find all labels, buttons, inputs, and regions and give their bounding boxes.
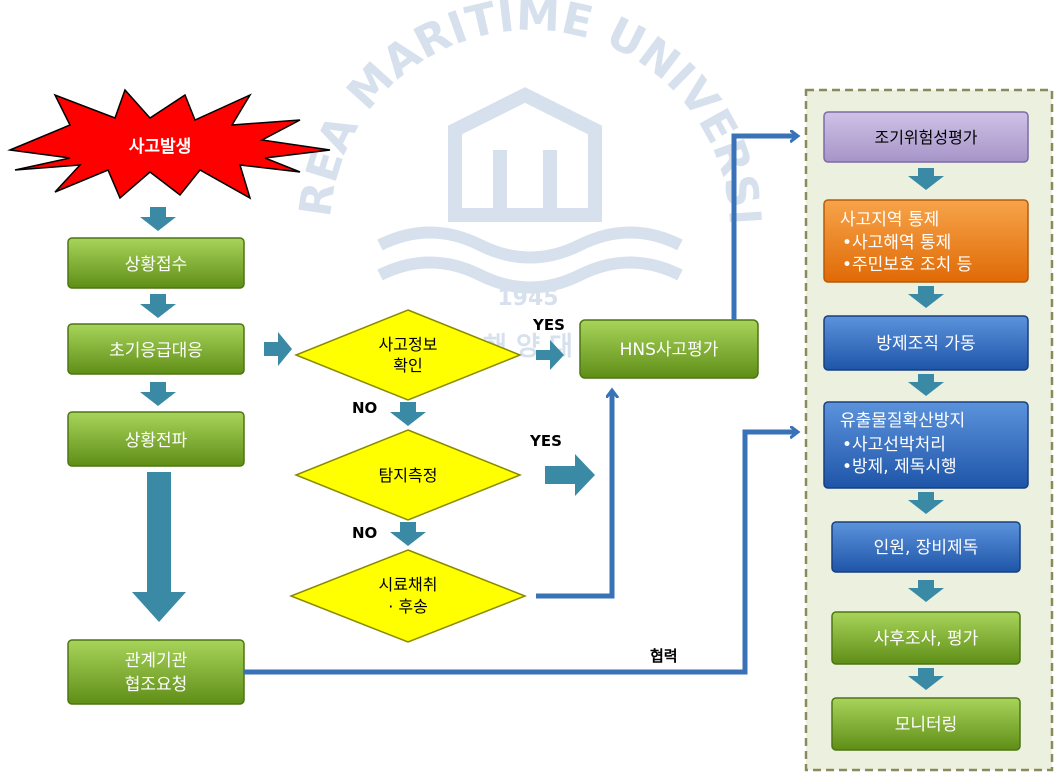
sampling-line2: · 후송 xyxy=(388,597,428,616)
connector-lines xyxy=(244,136,796,675)
info-check-diamond xyxy=(293,309,523,401)
arrow-right-to-decision xyxy=(264,332,292,366)
watermark-year: 1945 xyxy=(497,286,558,311)
detect-measure-diamond xyxy=(293,429,523,521)
arrow-r5 xyxy=(908,580,944,602)
risk-assessment-label: 조기위험성평가 xyxy=(874,128,977,147)
initial-response-label: 초기응급대응 xyxy=(109,341,203,361)
spread-prevention-title: 유출물질확산방지 xyxy=(840,411,965,431)
arrow-down-long xyxy=(132,472,186,622)
spread-prevention-bullet1: •사고선박처리 xyxy=(842,435,946,455)
hns-assessment-box xyxy=(579,319,759,379)
area-control-title: 사고지역 통제 xyxy=(840,210,939,230)
watermark-arc-text: KOREA MARITIME UNIVERSITY xyxy=(0,0,770,227)
sampling-diamond xyxy=(288,549,528,643)
detect-measure-label: 탐지측정 xyxy=(379,466,438,485)
arrow-down-2 xyxy=(140,294,176,318)
initial-response-box xyxy=(67,323,245,375)
post-survey-label: 사후조사, 평가 xyxy=(874,629,979,649)
right-panel-boxes: 조기위험성평가 사고지역 통제 •사고해역 통제 •주민보호 조치 등 방제조직… xyxy=(823,111,1029,751)
agency-request-line1: 관계기관 xyxy=(125,651,188,671)
right-flow-arrows xyxy=(908,168,944,690)
sampling-line1: 시료채취 xyxy=(379,575,438,594)
start-label: 사고발생 xyxy=(129,137,192,157)
area-control-bullet2: •주민보호 조치 등 xyxy=(842,255,972,275)
agency-request-line2: 협조요청 xyxy=(125,675,188,695)
arrow-down-3 xyxy=(140,382,176,406)
receipt-label: 상황접수 xyxy=(125,255,188,275)
left-process-boxes: 상황접수 초기응급대응 상황전파 관계기관 협조요청 xyxy=(67,237,245,705)
arrow-down-no1 xyxy=(390,402,426,426)
connector-cooperate xyxy=(244,432,796,675)
propagate-box xyxy=(67,411,245,467)
no-label-2: NO xyxy=(352,524,377,542)
post-survey-box xyxy=(831,611,1021,665)
arrow-down-1 xyxy=(140,207,176,231)
hns-assessment-label: HNS사고평가 xyxy=(620,340,719,360)
info-check-line2: 확인 xyxy=(393,356,422,375)
arrow-r3 xyxy=(908,374,944,396)
monitoring-label: 모니터링 xyxy=(895,715,958,735)
decision-diamonds: 사고정보 확인 탐지측정 시료채취 · 후송 xyxy=(288,309,528,643)
decon-label: 인원, 장비제독 xyxy=(874,538,979,558)
monitoring-box xyxy=(831,697,1021,751)
cooperate-label: 협력 xyxy=(650,647,678,665)
mobilize-label: 방제조직 가동 xyxy=(876,334,975,354)
area-control-box xyxy=(823,199,1029,283)
arrow-right-yes2 xyxy=(545,454,595,496)
connector-sampling-to-hns xyxy=(536,392,612,599)
mobilize-box xyxy=(823,315,1029,371)
info-check-line1: 사고정보 xyxy=(379,335,438,354)
accident-starburst: 사고발생 xyxy=(7,88,331,200)
arrow-right-yes1 xyxy=(536,340,564,370)
receipt-box xyxy=(67,237,245,289)
propagate-label: 상황전파 xyxy=(125,431,188,451)
arrow-down-no2 xyxy=(390,522,426,546)
connector-hns-to-risk xyxy=(731,136,796,320)
arrow-r2 xyxy=(908,286,944,308)
spread-prevention-bullet2: •방제, 제독시행 xyxy=(842,457,957,477)
spread-prevention-box xyxy=(823,401,1029,489)
decon-box xyxy=(831,521,1021,573)
arrow-r1 xyxy=(908,168,944,190)
yes-label-1: YES xyxy=(532,316,565,334)
arrow-r4 xyxy=(908,492,944,514)
no-label-1: NO xyxy=(352,399,377,417)
left-flow-arrows xyxy=(132,207,595,622)
arrow-r6 xyxy=(908,668,944,690)
risk-assessment-box xyxy=(823,111,1029,163)
yes-label-2: YES xyxy=(529,432,562,450)
area-control-bullet1: •사고해역 통제 xyxy=(842,233,951,253)
